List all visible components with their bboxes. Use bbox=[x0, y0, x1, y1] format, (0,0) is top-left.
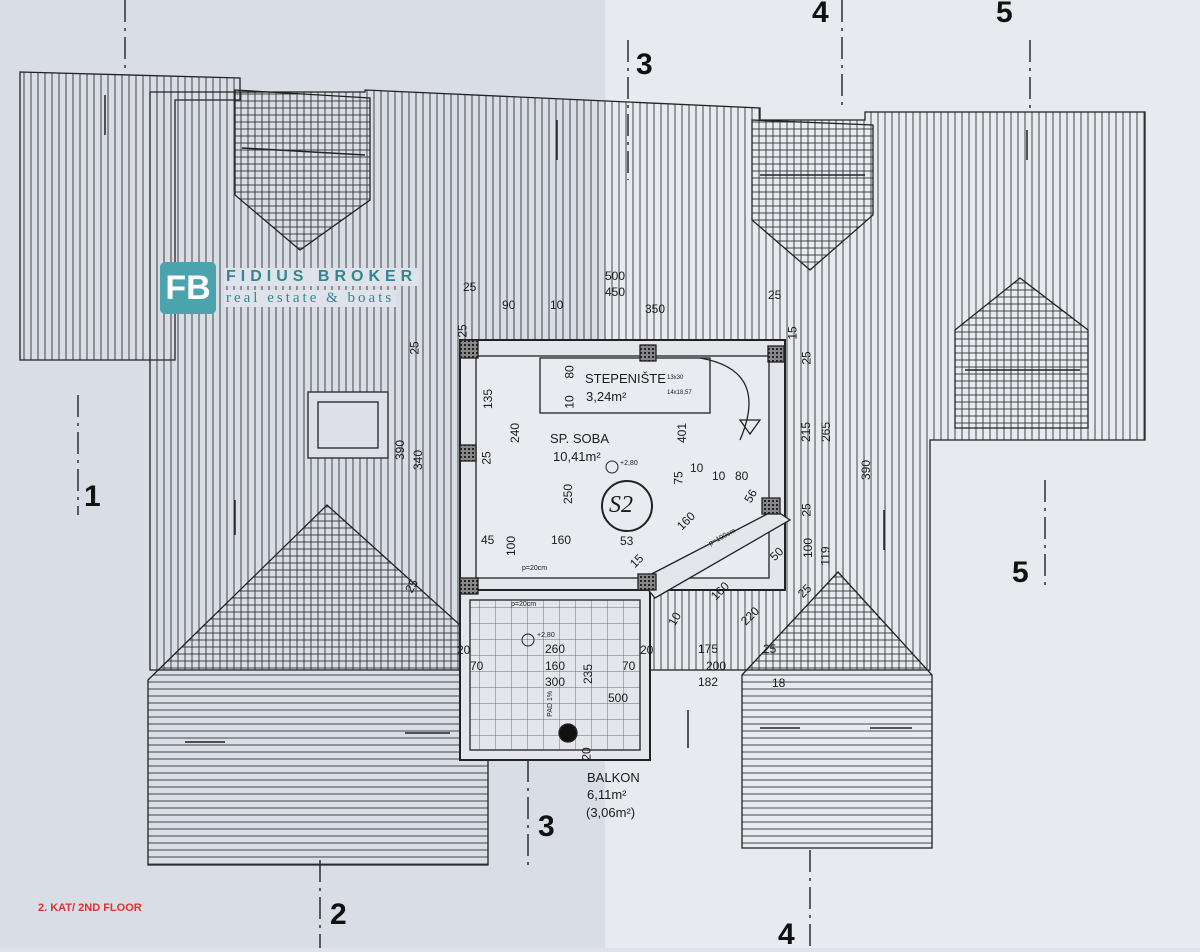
dimension-label: 18 bbox=[772, 676, 786, 690]
dimension-label: 182 bbox=[698, 675, 719, 689]
dimension-label: 25 bbox=[407, 341, 422, 355]
dimension-label: 450 bbox=[605, 285, 626, 299]
dimension-label: 119 bbox=[818, 546, 833, 566]
dimension-label: 25 bbox=[479, 451, 494, 465]
dimension-label: 53 bbox=[620, 534, 634, 548]
balcony-area-net: (3,06m²) bbox=[586, 805, 636, 820]
skylight bbox=[307, 391, 389, 459]
bedroom-area: 10,41m² bbox=[553, 449, 601, 464]
dimension-label: 350 bbox=[645, 302, 666, 316]
dimension-label: 10 bbox=[562, 395, 577, 409]
dimension-label: 10 bbox=[712, 469, 726, 483]
dimension-label: 100 bbox=[801, 537, 816, 559]
gable-bottom-right bbox=[741, 571, 933, 849]
dimension-label: 80 bbox=[735, 469, 749, 483]
dimension-label: 15 bbox=[785, 326, 800, 340]
dimension-label: 70 bbox=[622, 659, 636, 673]
brand-logo: FB bbox=[160, 262, 216, 314]
dimension-label: 45 bbox=[481, 533, 495, 547]
dimension-label: 500 bbox=[605, 269, 626, 283]
axis-label-4-top: 4 bbox=[812, 0, 829, 29]
dimension-label: 80 bbox=[562, 365, 577, 379]
bedroom-code: S2 bbox=[609, 492, 633, 518]
dimension-label: 215 bbox=[799, 421, 814, 443]
note-parapet-2: p=20cm bbox=[511, 601, 537, 608]
axis-label-5-top: 5 bbox=[996, 0, 1013, 29]
dimension-label: 200 bbox=[706, 659, 727, 673]
balcony-slope: PAD 1% bbox=[547, 690, 555, 717]
dimension-label: 500 bbox=[608, 691, 629, 705]
dimension-label: 175 bbox=[698, 642, 719, 656]
brand-name: FIDIUS BROKER bbox=[224, 268, 420, 286]
dimension-label: 10 bbox=[550, 298, 564, 312]
stairs-area: 3,24m² bbox=[586, 389, 627, 404]
dimension-label: 340 bbox=[411, 449, 426, 471]
balcony-area: 6,11m² bbox=[587, 787, 627, 802]
dimension-label: 401 bbox=[675, 422, 690, 444]
dimension-label: 20 bbox=[457, 643, 471, 657]
dormer-top-right bbox=[751, 119, 874, 271]
dimension-label: 25 bbox=[455, 324, 470, 338]
dimension-label: 25 bbox=[763, 642, 777, 656]
dimension-label: 25 bbox=[768, 288, 782, 302]
dimension-label: 25 bbox=[799, 503, 814, 517]
stair-block bbox=[539, 357, 711, 414]
axis-label-3-bottom: 3 bbox=[538, 810, 555, 843]
room-code-circle bbox=[601, 480, 653, 532]
dimension-label: 25 bbox=[463, 280, 477, 294]
note-parapet-1: p=20cm bbox=[522, 565, 548, 572]
axis-label-2: 2 bbox=[330, 898, 347, 931]
dimension-label: 25 bbox=[799, 351, 814, 365]
bedroom-name: SP. SOBA bbox=[550, 431, 610, 446]
stairs-step-b: 14x18,57 bbox=[667, 390, 692, 396]
dimension-label: 235 bbox=[581, 663, 596, 685]
stairs-step-a: 13x30 bbox=[667, 375, 684, 381]
dimension-label: 260 bbox=[545, 642, 566, 656]
dimension-label: 20 bbox=[579, 747, 594, 761]
dimension-label: 135 bbox=[481, 388, 496, 410]
stairs-name: STEPENIŠTE bbox=[585, 371, 666, 386]
balcony-level: +2,80 bbox=[537, 632, 555, 639]
bedroom-level: +2,80 bbox=[620, 460, 638, 467]
dimension-label: 250 bbox=[561, 483, 576, 505]
floor-title: 2. KAT/ 2ND FLOOR bbox=[38, 902, 142, 914]
dimension-label: 240 bbox=[508, 422, 523, 444]
dimension-label: 75 bbox=[671, 471, 686, 485]
dormer-top-left bbox=[234, 89, 371, 251]
axis-label-4-bottom: 4 bbox=[778, 918, 795, 951]
dormer-right bbox=[954, 277, 1089, 429]
axis-label-3-top: 3 bbox=[636, 48, 653, 81]
dimension-label: 20 bbox=[640, 643, 654, 657]
axis-label-1: 1 bbox=[84, 480, 101, 513]
dimension-label: 390 bbox=[393, 439, 408, 461]
dimension-label: 70 bbox=[470, 659, 484, 673]
axis-label-5-bottom: 5 bbox=[1012, 556, 1029, 589]
stair-ramp bbox=[638, 509, 792, 599]
dimension-label: 90 bbox=[502, 298, 516, 312]
dimension-label: 265 bbox=[819, 421, 834, 443]
dimension-label: 300 bbox=[545, 675, 566, 689]
grid-axes bbox=[77, 0, 1046, 948]
slope-arrows bbox=[104, 95, 1080, 748]
dimension-label: 160 bbox=[545, 659, 566, 673]
dimension-label: 160 bbox=[551, 533, 572, 547]
balcony-name: BALKON bbox=[587, 770, 640, 785]
drain bbox=[558, 723, 578, 743]
dimension-label: 100 bbox=[504, 535, 519, 557]
dimension-label: 10 bbox=[690, 461, 704, 475]
dimension-label: 390 bbox=[859, 459, 874, 481]
brand-tagline: real estate & boats bbox=[224, 290, 397, 307]
